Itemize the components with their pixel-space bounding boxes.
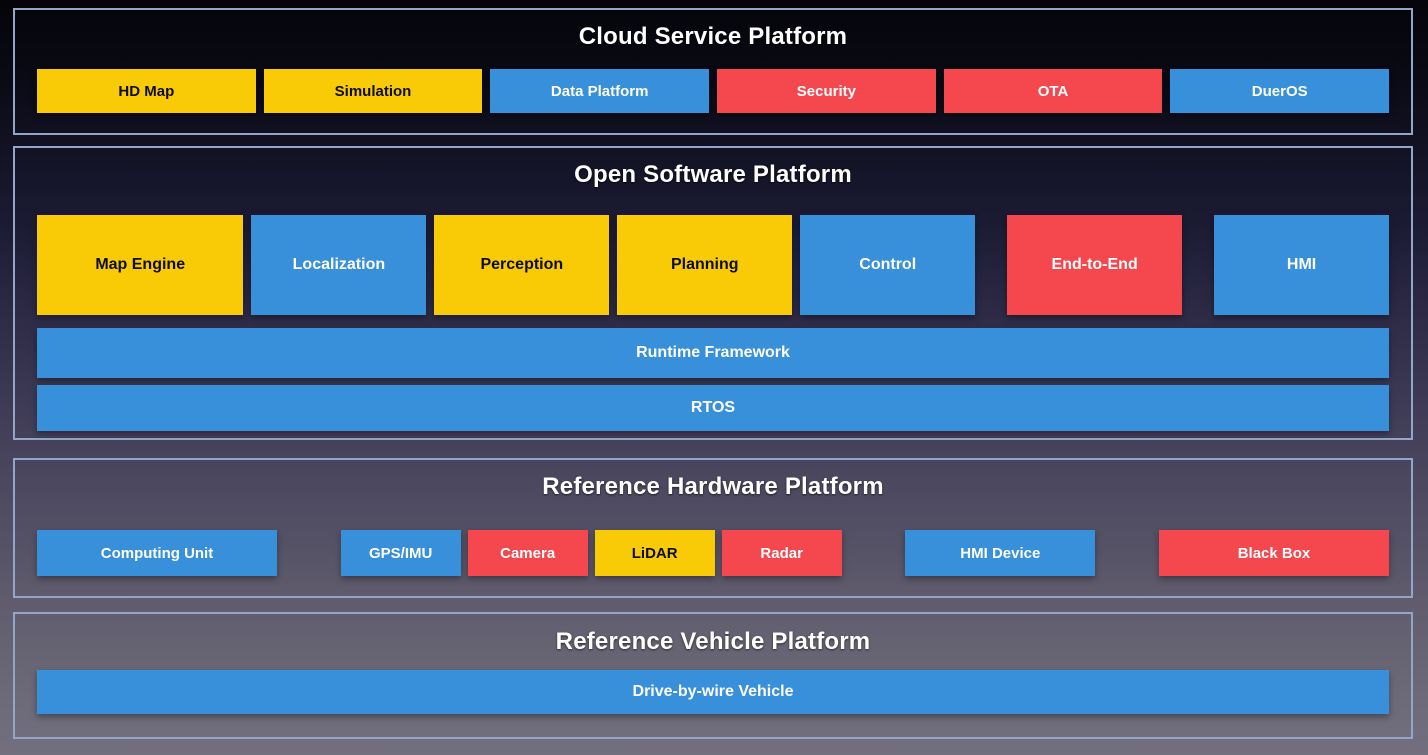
box-data-platform: Data Platform [490, 69, 710, 113]
box-map-engine: Map Engine [37, 215, 244, 315]
box-hmi: HMI [1214, 215, 1390, 315]
box-end-to-end: End-to-End [1007, 215, 1183, 315]
reference-hardware-box-row: Computing Unit GPS/IMU Camera LiDAR Rada… [37, 530, 1389, 576]
cloud-service-platform-section: Cloud Service Platform HD Map Simulation… [13, 8, 1413, 135]
box-radar: Radar [721, 530, 842, 576]
box-gps-imu: GPS/IMU [340, 530, 461, 576]
bar-drive-by-wire-vehicle: Drive-by-wire Vehicle [37, 670, 1389, 714]
box-computing-unit: Computing Unit [37, 530, 277, 576]
cloud-service-box-row: HD Map Simulation Data Platform Security… [37, 69, 1390, 113]
box-planning: Planning [617, 215, 793, 315]
box-control: Control [800, 215, 976, 315]
box-lidar: LiDAR [594, 530, 715, 576]
box-simulation: Simulation [263, 69, 483, 113]
box-perception: Perception [434, 215, 610, 315]
open-software-box-row: Map Engine Localization Perception Plann… [37, 215, 1390, 315]
reference-vehicle-platform-section: Reference Vehicle Platform Drive-by-wire… [13, 612, 1413, 739]
box-hd-map: HD Map [37, 69, 256, 113]
open-software-platform-section: Open Software Platform Map Engine Locali… [13, 146, 1413, 440]
box-black-box: Black Box [1158, 530, 1389, 576]
reference-vehicle-platform-title: Reference Vehicle Platform [555, 628, 871, 655]
bar-runtime-framework: Runtime Framework [37, 328, 1389, 378]
reference-hardware-platform-title: Reference Hardware Platform [542, 473, 884, 500]
bar-rtos: RTOS [37, 385, 1389, 431]
box-camera: Camera [467, 530, 588, 576]
sensor-box-group: GPS/IMU Camera LiDAR Radar [340, 530, 842, 576]
box-localization: Localization [251, 215, 427, 315]
box-dueros: DuerOS [1170, 69, 1390, 113]
box-ota: OTA [943, 69, 1163, 113]
reference-hardware-platform-section: Reference Hardware Platform Computing Un… [13, 458, 1413, 598]
box-security: Security [717, 69, 936, 113]
cloud-service-platform-title: Cloud Service Platform [578, 23, 848, 50]
box-hmi-device: HMI Device [905, 530, 1096, 576]
open-software-platform-title: Open Software Platform [574, 161, 852, 188]
